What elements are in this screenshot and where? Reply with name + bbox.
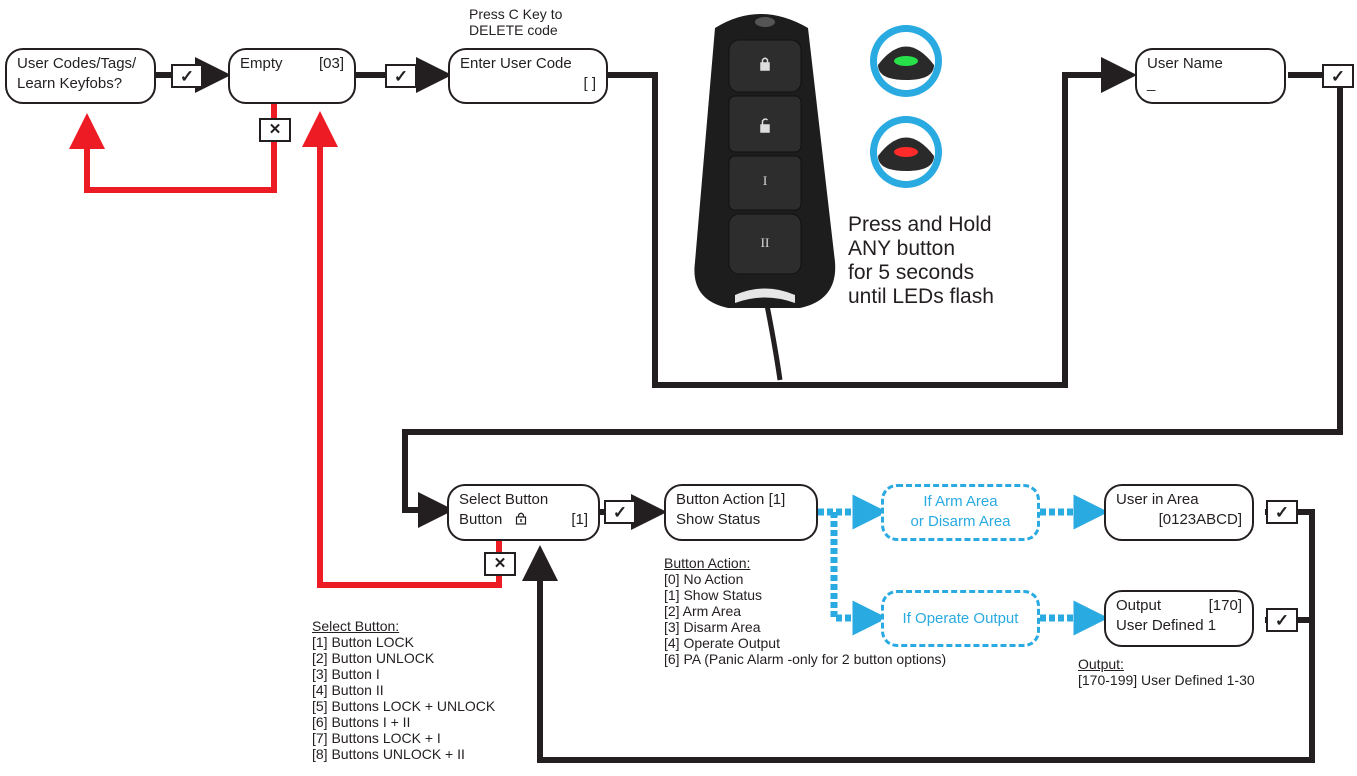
tick-user-area: ✓ (1266, 500, 1298, 524)
select-button-note: Select Button: [1] Button LOCK [2] Butto… (312, 618, 495, 762)
delete-hint: Press C Key to DELETE code (469, 6, 562, 38)
button-action-line1: Button Action [1] (676, 491, 786, 508)
select-button-item: [7] Buttons LOCK + I (312, 730, 441, 746)
select-button-item: [6] Buttons I + II (312, 714, 411, 730)
if-output-line1: If Operate Output (902, 610, 1019, 627)
keyfob-lock-icon (760, 57, 770, 71)
select-button-item: [8] Buttons UNLOCK + II (312, 746, 465, 762)
instruction-line1: Press and Hold (848, 213, 992, 236)
user-codes-line1: User Codes/Tags/ (17, 55, 137, 72)
tick-output: ✓ (1266, 608, 1298, 632)
button-action-note-heading: Button Action: (664, 555, 751, 571)
user-in-area-line1: User in Area (1116, 491, 1199, 508)
output-line2: User Defined 1 (1116, 617, 1217, 634)
delete-hint-line1: Press C Key to (469, 6, 563, 22)
press-hold-instruction: Press and Hold ANY button for 5 seconds … (848, 213, 994, 309)
output-note: Output: [170-199] User Defined 1-30 (1078, 656, 1255, 688)
button-action-item: [6] PA (Panic Alarm -only for 2 button o… (664, 651, 947, 667)
user-in-area-line2: [0123ABCD] (1158, 511, 1242, 528)
button-action-item: [3] Disarm Area (664, 619, 761, 635)
empty-box: Empty [03] (228, 48, 356, 104)
if-output-box: If Operate Output (881, 590, 1040, 647)
button-action-item: [4] Operate Output (664, 635, 780, 651)
enter-code-line1: Enter User Code (460, 55, 572, 72)
user-codes-line2: Learn Keyfobs? (17, 75, 123, 92)
select-button-line1: Select Button (459, 491, 549, 508)
select-button-item: [1] Button LOCK (312, 634, 414, 650)
led-green-indicator (870, 25, 942, 97)
output-box: Output [170] User Defined 1 (1104, 590, 1254, 647)
output-note-item: [170-199] User Defined 1-30 (1078, 672, 1255, 688)
back-arrow-empty-to-usercodes (69, 103, 277, 193)
keyfob-unlock-icon (760, 118, 770, 133)
output-note-heading: Output: (1078, 656, 1124, 672)
select-button-label: Button (459, 511, 503, 528)
enter-code-box: Enter User Code [ ] (448, 48, 608, 104)
if-arm-line1: If Arm Area (923, 493, 998, 510)
if-arm-box: If Arm Area or Disarm Area (881, 484, 1040, 541)
select-button-box: Select Button Button [1] (447, 484, 600, 541)
instruction-line2: ANY button (848, 237, 956, 260)
instruction-line4: until LEDs flash (848, 285, 994, 308)
instruction-line3: for 5 seconds (848, 261, 975, 284)
user-in-area-box: User in Area [0123ABCD] (1104, 484, 1254, 541)
select-button-item: [2] Button UNLOCK (312, 650, 435, 666)
delete-hint-line2: DELETE code (469, 22, 558, 38)
user-codes-box: User Codes/Tags/ Learn Keyfobs? (5, 48, 156, 104)
arrow-entercode-username (608, 57, 1137, 388)
empty-label: Empty (240, 55, 283, 72)
button-action-note: Button Action: [0] No Action [1] Show St… (664, 555, 946, 667)
enter-code-line2: [ ] (583, 75, 596, 92)
keyfob-button-i-label: I (762, 173, 768, 188)
keyfob-button-ii-label: II (760, 235, 770, 250)
select-button-item: [5] Buttons LOCK + UNLOCK (312, 698, 496, 714)
button-action-item: [2] Arm Area (664, 603, 742, 619)
user-name-box: User Name _ (1135, 48, 1286, 104)
user-name-line1: User Name (1147, 55, 1223, 72)
output-value: [170] (1208, 597, 1242, 614)
output-label: Output (1116, 597, 1162, 614)
button-action-item: [0] No Action (664, 571, 744, 587)
select-button-item: [3] Button I (312, 666, 380, 682)
led-red-indicator (870, 116, 942, 188)
select-button-item: [4] Button II (312, 682, 384, 698)
cross-empty: ✕ (259, 118, 291, 142)
tick-1: ✓ (171, 64, 203, 88)
button-action-box: Button Action [1] Show Status (664, 484, 818, 541)
select-button-value: [1] (571, 511, 588, 528)
empty-value: [03] (318, 55, 344, 72)
button-action-item: [1] Show Status (664, 587, 763, 603)
select-button-note-heading: Select Button: (312, 618, 400, 634)
lock-icon (515, 512, 526, 525)
user-name-line2: _ (1147, 75, 1156, 92)
tick-select: ✓ (604, 500, 636, 524)
tick-username: ✓ (1322, 64, 1354, 88)
if-arm-line2: or Disarm Area (910, 513, 1011, 530)
button-action-line2: Show Status (676, 511, 761, 528)
tick-2: ✓ (385, 64, 417, 88)
cross-select: ✕ (484, 552, 516, 576)
